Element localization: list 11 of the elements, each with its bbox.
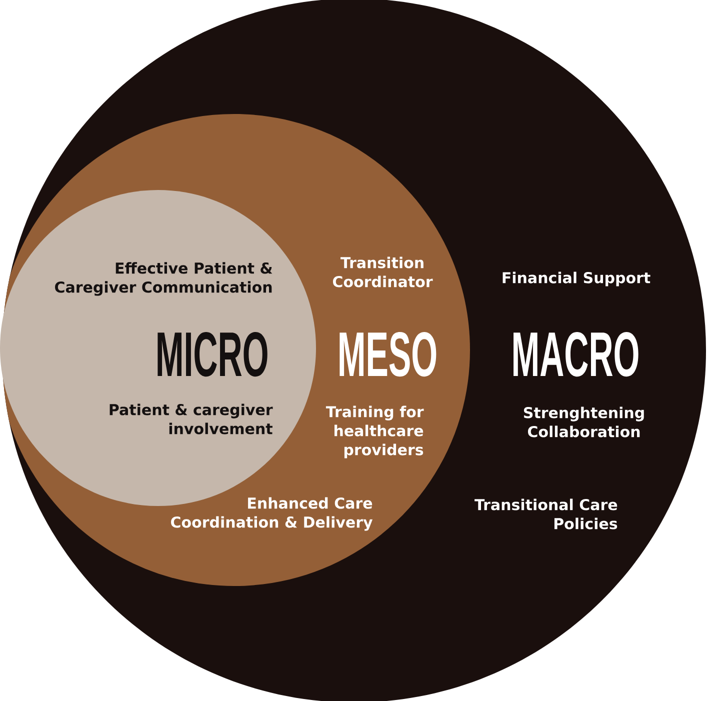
text-label: Effective Patient & Caregiver Communication	[55, 262, 272, 296]
text-label: Financial Support	[502, 272, 650, 286]
level-title: MACRO	[514, 332, 638, 377]
text-label: Transitional Care Policies	[474, 498, 618, 530]
text-label: Patient & caregiver involvement	[110, 404, 273, 434]
text-label: Enhanced Care Coordination & Delivery	[171, 497, 373, 531]
level-title: MESO	[340, 332, 436, 377]
text-label: Strenghtening Collaboration	[524, 406, 644, 438]
text-label: Transition Coordinator	[332, 256, 433, 288]
text-label: Training for healthcare providers	[326, 406, 424, 458]
level-title: MICRO	[158, 332, 268, 377]
